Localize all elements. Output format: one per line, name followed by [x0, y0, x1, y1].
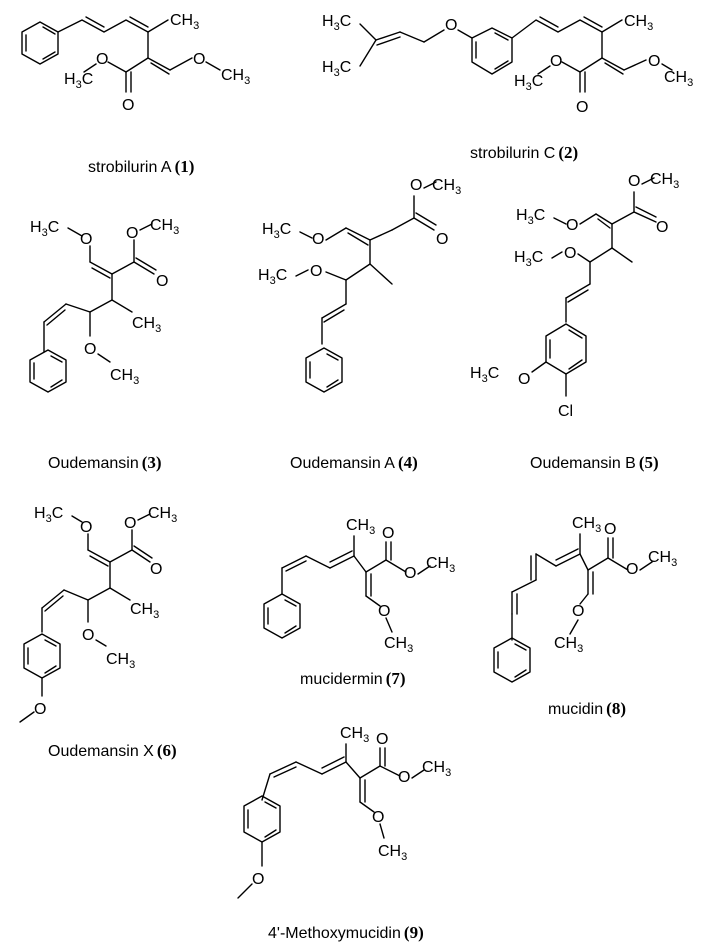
structure-strobilurin-c: H3C H3C O CH3 O O H3C O CH3	[322, 13, 693, 116]
ester-oxygen: O	[124, 515, 136, 532]
ester-oxygen: O	[626, 561, 638, 578]
ester-oxygen: O	[398, 769, 410, 786]
chlorine-label: Cl	[558, 403, 573, 420]
structure-mucidin: CH3 O O CH3 O CH3	[493, 515, 677, 683]
caption-strobilurin-a: strobilurin A(1)	[88, 157, 194, 176]
caption-oudemansin-b: Oudemansin B(5)	[530, 453, 659, 472]
ether-oxygen: O	[34, 701, 46, 718]
methyl-label: CH3	[572, 515, 601, 535]
caption-oudemansin-a: Oudemansin A(4)	[290, 453, 418, 472]
caption-oudemansin-x: Oudemansin X(6)	[48, 741, 177, 760]
methyl-label: CH3	[624, 13, 653, 33]
methoxy-label: H3C	[34, 505, 63, 525]
methoxy-label: H3C	[516, 207, 545, 227]
ether-oxygen: O	[310, 263, 322, 280]
ether-oxygen: O	[566, 217, 578, 234]
methyl-label: CH3	[150, 217, 179, 237]
methyl-label: CH3	[130, 601, 159, 621]
methyl-label: CH3	[650, 171, 679, 191]
caption-4-methoxymucidin: 4'-Methoxymucidin(9)	[268, 923, 424, 942]
ether-oxygen: O	[312, 231, 324, 248]
ether-oxygen: O	[80, 231, 92, 248]
methyl-label: CH3	[346, 517, 375, 537]
methoxy-label: H3C	[258, 267, 287, 287]
methyl-label: CH3	[148, 505, 177, 525]
caption-mucidin: mucidin(8)	[548, 699, 626, 718]
structure-oudemansin-a: O CH3 O H3C O H3C O	[258, 177, 461, 393]
methyl-label: CH3	[132, 315, 161, 335]
structure-strobilurin-a: CH3 O O H3C O CH3	[21, 12, 250, 114]
methyl-label: CH3	[340, 725, 369, 745]
carbonyl-oxygen: O	[376, 731, 388, 748]
benzene-ring	[29, 349, 67, 393]
structure-oudemansin: H3C O O CH3 O CH3 O CH3	[29, 217, 179, 393]
structure-4-methoxymucidin: CH3 O O CH3 O O CH3	[237, 725, 451, 899]
ether-oxygen: O	[82, 627, 94, 644]
structure-mucidermin: CH3 O O CH3 O CH3	[263, 517, 455, 655]
methyl-label: CH3	[384, 635, 413, 655]
ester-oxygen: O	[550, 53, 562, 70]
caption-strobilurin-c: strobilurin C(2)	[470, 143, 578, 162]
carbonyl-oxygen: O	[604, 521, 616, 538]
benzene-ring	[243, 795, 281, 843]
ether-oxygen: O	[564, 245, 576, 262]
benzene-ring	[263, 593, 301, 639]
ether-oxygen: O	[648, 53, 660, 70]
methoxy-label: H3C	[64, 71, 93, 91]
ether-oxygen: O	[252, 871, 264, 888]
benzene-ring	[23, 633, 61, 679]
methyl-label: CH3	[554, 635, 583, 655]
methyl-label: H3C	[322, 59, 351, 79]
carbonyl-oxygen: O	[576, 99, 588, 116]
structure-oudemansin-b: O CH3 O H3C O H3C O H3C O Cl	[470, 171, 679, 420]
ether-oxygen: O	[445, 17, 457, 34]
carbonyl-oxygen: O	[436, 231, 448, 248]
ether-oxygen: O	[572, 603, 584, 620]
benzene-ring	[305, 347, 343, 393]
benzene-ring	[545, 323, 587, 375]
ester-oxygen: O	[96, 51, 108, 68]
ester-oxygen: O	[404, 565, 416, 582]
methyl-label: CH3	[378, 843, 407, 863]
carbonyl-oxygen: O	[156, 273, 168, 290]
methyl-label: H3C	[322, 13, 351, 33]
ether-oxygen: O	[84, 341, 96, 358]
carbonyl-oxygen: O	[122, 97, 134, 114]
benzene-ring	[21, 21, 59, 65]
methyl-label: CH3	[432, 177, 461, 197]
methoxy-label: H3C	[262, 221, 291, 241]
methyl-label: CH3	[648, 549, 677, 569]
methyl-label: CH3	[106, 651, 135, 671]
ester-oxygen: O	[410, 177, 422, 194]
caption-oudemansin: Oudemansin(3)	[48, 453, 162, 472]
methoxy-label: H3C	[30, 219, 59, 239]
caption-mucidermin: mucidermin(7)	[300, 669, 406, 688]
methyl-label: CH3	[221, 67, 250, 87]
methyl-label: CH3	[170, 12, 199, 32]
methoxy-label: H3C	[470, 365, 499, 385]
ester-oxygen: O	[628, 173, 640, 190]
carbonyl-oxygen: O	[150, 561, 162, 578]
ether-oxygen: O	[518, 371, 530, 388]
carbonyl-oxygen: O	[656, 219, 668, 236]
structure-oudemansin-x: H3C O O CH3 O CH3 O CH3 O	[19, 505, 177, 723]
methyl-label: CH3	[422, 759, 451, 779]
carbonyl-oxygen: O	[382, 525, 394, 542]
methyl-label: CH3	[426, 555, 455, 575]
methyl-label: CH3	[110, 367, 139, 387]
methoxy-label: H3C	[514, 73, 543, 93]
ether-oxygen: O	[372, 809, 384, 826]
benzene-ring	[493, 637, 531, 683]
ether-oxygen: O	[80, 519, 92, 536]
ether-oxygen: O	[193, 51, 205, 68]
ether-oxygen: O	[378, 603, 390, 620]
benzene-ring	[471, 27, 513, 75]
methoxy-label: H3C	[514, 249, 543, 269]
methyl-label: CH3	[664, 69, 693, 89]
ester-oxygen: O	[126, 225, 138, 242]
